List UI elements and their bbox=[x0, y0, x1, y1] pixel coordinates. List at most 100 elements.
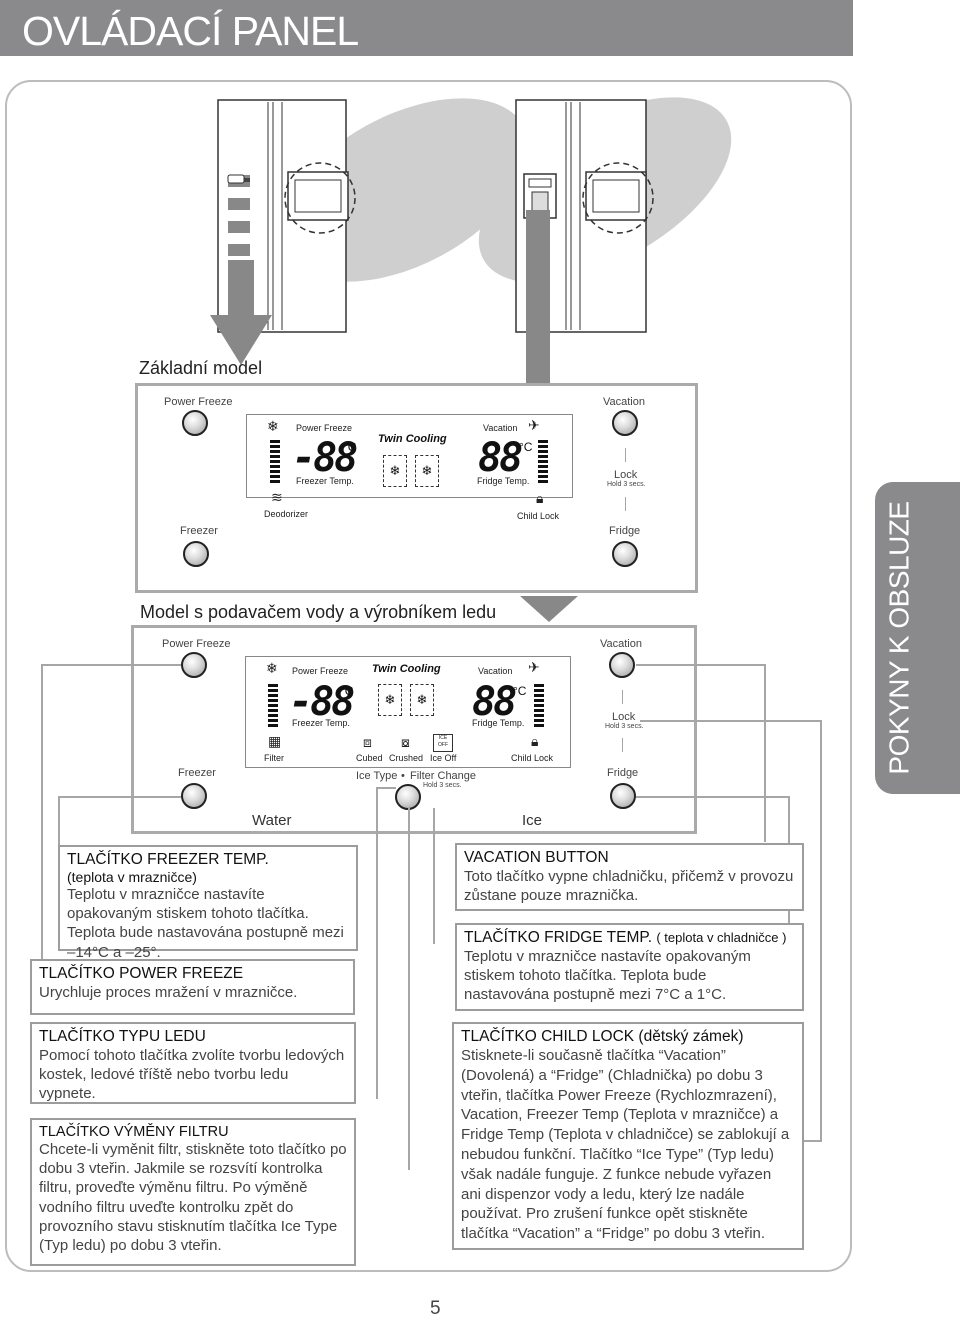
dispenser-arrow-head bbox=[520, 596, 578, 622]
basic-freezer-degc: °C bbox=[343, 440, 357, 454]
left-down-arrow bbox=[210, 260, 272, 365]
disp-freezer-label: Freezer bbox=[178, 767, 216, 779]
header-bar bbox=[0, 0, 853, 56]
disp-power-freeze-label: Power Freeze bbox=[162, 638, 231, 650]
basic-display-power-freeze: Power Freeze bbox=[296, 423, 353, 433]
disp-power-freeze-button[interactable] bbox=[181, 652, 207, 678]
basic-deodorizer-label: Deodorizer bbox=[264, 509, 309, 519]
child-lock-box: TLAČÍTKO CHILD LOCK (dětský zámek) Stisk… bbox=[452, 1022, 804, 1250]
basic-display-fridge-temp: Fridge Temp. bbox=[477, 476, 530, 486]
basic-fridge-digits: 88 bbox=[478, 435, 523, 481]
disp-freezer-level-bars bbox=[268, 684, 278, 728]
disp-filter-change-label: Filter Change bbox=[410, 770, 477, 782]
disp-lock-line-bottom bbox=[622, 738, 623, 752]
basic-model-label: Základní model bbox=[139, 358, 263, 378]
basic-vacation-button[interactable] bbox=[612, 410, 638, 436]
content-frame bbox=[5, 80, 852, 1272]
disp-fridge-digits: 88 bbox=[472, 679, 517, 725]
disp-fridge-level-bars bbox=[534, 684, 544, 728]
basic-freezer-label: Freezer bbox=[180, 525, 218, 537]
page-number: 5 bbox=[430, 1298, 441, 1319]
fridge-temp-subtitle: ( teplota v chladničce ) bbox=[656, 930, 787, 945]
disp-child-lock-label: Child Lock bbox=[511, 753, 554, 763]
cubed-ice-icon: ⧈ bbox=[363, 734, 372, 750]
freezer-temp-title: TLAČÍTKO FREEZER TEMP. bbox=[67, 851, 269, 868]
disp-display bbox=[245, 656, 571, 768]
filter-box: TLAČÍTKO VÝMĚNY FILTRU Chcete-li vyměnit… bbox=[30, 1118, 356, 1266]
basic-vacation-label: Vacation bbox=[603, 396, 645, 408]
filter-text: Chcete-li vyměnit filtr, stiskněte toto … bbox=[39, 1141, 347, 1254]
basic-freezer-level-bars bbox=[270, 440, 280, 484]
basic-lock-line-top bbox=[625, 448, 626, 462]
freezer-temp-box: TLAČÍTKO FREEZER TEMP. (teplota v mrazni… bbox=[58, 845, 358, 961]
connector-vacation-right-h bbox=[636, 664, 766, 666]
disp-display-fridge-temp: Fridge Temp. bbox=[472, 718, 525, 728]
disp-ice-type-button[interactable] bbox=[395, 784, 421, 810]
connector-lock-end bbox=[804, 1140, 822, 1142]
disp-snowflake-icon: ❄ bbox=[266, 660, 278, 676]
connector-power-freeze-v bbox=[41, 664, 43, 960]
child-lock-title: TLAČÍTKO CHILD LOCK (dětský zámek) bbox=[461, 1028, 744, 1045]
basic-power-freeze-button[interactable] bbox=[182, 410, 208, 436]
dot-separator: • bbox=[401, 770, 405, 782]
connector-fridge-h bbox=[636, 796, 790, 798]
basic-fridge-button[interactable] bbox=[612, 541, 638, 567]
disp-vacation-icon: ✈ bbox=[528, 659, 540, 675]
disp-ice-off-label: Ice Off bbox=[430, 753, 457, 763]
power-freeze-box: TLAČÍTKO POWER FREEZE Urychluje proces m… bbox=[30, 959, 355, 1015]
vacation-title: VACATION BUTTON bbox=[464, 849, 609, 866]
disp-crushed-label: Crushed bbox=[389, 753, 424, 763]
disp-lock-line-top bbox=[622, 690, 623, 704]
ice-label: Ice bbox=[522, 812, 543, 829]
vacation-icon: ✈ bbox=[528, 417, 540, 433]
basic-power-freeze-label: Power Freeze bbox=[164, 396, 233, 408]
disp-ice-type-label: Ice Type bbox=[356, 770, 398, 782]
disp-freezer-digits: -88 bbox=[289, 679, 355, 725]
disp-lock-label: Lock bbox=[612, 711, 636, 723]
basic-child-lock-label: Child Lock bbox=[517, 511, 560, 521]
disp-twin-cooling-freezer-icon: ❄ bbox=[378, 684, 402, 716]
disp-fridge-degc: °C bbox=[513, 684, 527, 698]
disp-filter-hold: Hold 3 secs. bbox=[423, 782, 462, 789]
vacation-text: Toto tlačítko vypne chladničku, přičemž … bbox=[464, 868, 794, 905]
snowflake-icon: ❄ bbox=[267, 418, 279, 434]
connector-freezer-h bbox=[58, 796, 181, 798]
connector-vacation-v bbox=[433, 808, 435, 944]
freezer-temp-subtitle: (teplota v mrazničce) bbox=[67, 869, 197, 885]
connector-vacation-right-v bbox=[764, 664, 766, 842]
lock-icon: 🔒︎ bbox=[536, 490, 544, 506]
ice-type-text: Pomocí tohoto tlačítka zvolíte tvorbu le… bbox=[39, 1047, 345, 1103]
deodorizer-icon: ≋ bbox=[271, 489, 283, 505]
connector-ice-type-h bbox=[376, 787, 396, 789]
disp-fridge-button[interactable] bbox=[610, 783, 636, 809]
disp-freezer-degc: °C bbox=[340, 684, 354, 698]
vacation-box: VACATION BUTTON Toto tlačítko vypne chla… bbox=[455, 843, 804, 911]
power-freeze-text: Urychluje proces mražení v mrazničce. bbox=[39, 984, 298, 1001]
child-lock-text: Stisknete-li současně tlačítka “Vacation… bbox=[461, 1047, 790, 1243]
disp-display-vacation: Vacation bbox=[478, 666, 513, 676]
basic-lock-line-bottom bbox=[625, 497, 626, 511]
crushed-ice-icon: ⧇ bbox=[401, 734, 410, 750]
connector-ice-type-v bbox=[376, 787, 378, 1099]
disp-freezer-button[interactable] bbox=[181, 783, 207, 809]
ice-type-box: TLAČÍTKO TYPU LEDU Pomocí tohoto tlačítk… bbox=[30, 1022, 356, 1104]
basic-display-freezer-temp: Freezer Temp. bbox=[296, 476, 354, 486]
disp-vacation-button[interactable] bbox=[609, 652, 635, 678]
filter-title: TLAČÍTKO VÝMĚNY FILTRU bbox=[39, 1124, 229, 1140]
page-title: OVLÁDACÍ PANEL bbox=[22, 8, 359, 54]
fridge-temp-box: TLAČÍTKO FRIDGE TEMP. ( teplota v chladn… bbox=[455, 923, 804, 1011]
filter-icon: ▦ bbox=[268, 733, 282, 749]
dispenser-model-label: Model s podavačem vody a výrobníkem ledu bbox=[140, 602, 497, 622]
power-freeze-title: TLAČÍTKO POWER FREEZE bbox=[39, 965, 244, 982]
disp-lock-icon: 🔒︎ bbox=[531, 733, 539, 749]
ice-off-icon: ICE OFF bbox=[433, 734, 453, 752]
connector-filter-v bbox=[408, 808, 410, 1170]
disp-display-freezer-temp: Freezer Temp. bbox=[292, 718, 350, 728]
disp-vacation-label: Vacation bbox=[600, 638, 642, 650]
twin-cooling-fridge-icon: ❄ bbox=[415, 455, 439, 487]
right-down-arrow bbox=[526, 210, 550, 390]
basic-freezer-button[interactable] bbox=[183, 541, 209, 567]
fridge-temp-text: Teplotu v mrazničce nastavíte opakovaným… bbox=[464, 948, 751, 1004]
disp-display-power-freeze: Power Freeze bbox=[292, 666, 349, 676]
side-tab bbox=[875, 482, 960, 794]
